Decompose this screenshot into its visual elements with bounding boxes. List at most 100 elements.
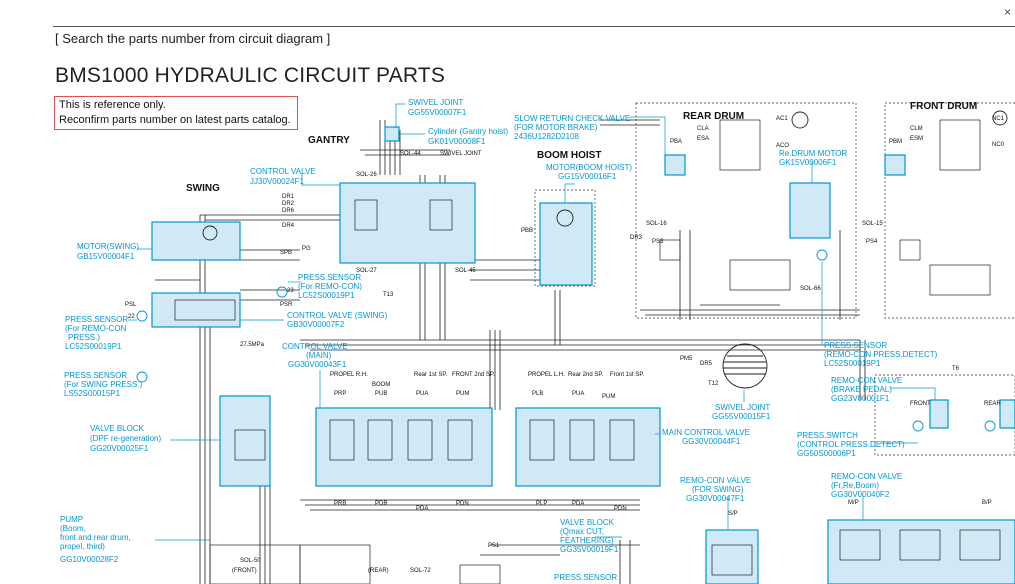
label-cv-swing-1[interactable]: CONTROL VALVE (SWING) bbox=[287, 311, 388, 320]
label-redrum-motor-1[interactable]: Re.DRUM MOTOR bbox=[779, 149, 848, 158]
label-valve-block-qmax-4[interactable]: GG35V00019F1 bbox=[560, 545, 619, 554]
label-press-sensor-left-4[interactable]: LC52S00019P1 bbox=[65, 342, 122, 351]
brake-valve-block bbox=[929, 399, 949, 429]
label-remocon-fr-2[interactable]: (Fr,Re,Boom) bbox=[831, 481, 879, 490]
label-pump-4[interactable]: propel, third) bbox=[60, 542, 105, 551]
tag-ac1: AC1 bbox=[776, 116, 788, 122]
label-motor-boom-2[interactable]: GG15V00016F1 bbox=[558, 172, 617, 181]
label-remocon-swing-1[interactable]: REMO-CON VALVE bbox=[680, 476, 751, 485]
label-remocon-fr-3[interactable]: GG30V00040F2 bbox=[831, 490, 890, 499]
label-press-sensor-swing-3[interactable]: LS52S00015P1 bbox=[64, 389, 121, 398]
label-remocon-swing-2[interactable]: (FOR SWING) bbox=[692, 485, 744, 494]
swivel-joint-symbol bbox=[722, 343, 768, 389]
label-press-sensor-remocon-2[interactable]: (For REMO-CON) bbox=[298, 282, 362, 291]
search-instruction[interactable]: [ Search the parts number from circuit d… bbox=[55, 31, 331, 46]
cv-main-col-4: FRONT 2nd SP. bbox=[452, 372, 495, 378]
label-press-switch-3[interactable]: GG50S00006P1 bbox=[797, 449, 856, 458]
label-swivel-joint-top-2[interactable]: GG55V00007F1 bbox=[408, 108, 467, 117]
label-valve-block-qmax-3[interactable]: FEATHERING) bbox=[560, 536, 614, 545]
cv-main-tag-prb: PRB bbox=[334, 501, 346, 507]
label-motor-boom-1[interactable]: MOTOR(BOOM HOIST) bbox=[546, 163, 632, 172]
label-valve-block-dpf-1[interactable]: VALVE BLOCK bbox=[90, 424, 145, 433]
bp-label: B/P bbox=[982, 500, 992, 506]
label-press-sensor-swing-1[interactable]: PRESS.SENSOR bbox=[64, 371, 127, 380]
remocon-fr-block bbox=[827, 519, 1015, 584]
motor-swing-block bbox=[151, 221, 241, 261]
sp-label: S/P bbox=[728, 511, 738, 517]
mcv-col-3: Front 1st SP. bbox=[610, 372, 645, 378]
label-motor-swing-2[interactable]: GB15V00004F1 bbox=[77, 252, 135, 261]
sol72-label: SOL-72 bbox=[410, 568, 431, 574]
cv-main-tag-pda: PDA bbox=[416, 506, 428, 512]
remocon-swing-block bbox=[705, 529, 759, 584]
label-remocon-brake-2[interactable]: (BRAKE PEDAL) bbox=[831, 385, 892, 394]
sol15-label: SOL-15 bbox=[862, 221, 883, 227]
label-valve-block-dpf-2[interactable]: (DPF re-generation) bbox=[90, 434, 161, 443]
label-slow-return-2[interactable]: (FOR MOTOR BRAKE) bbox=[514, 123, 598, 132]
label-valve-block-qmax-1[interactable]: VALVE BLOCK bbox=[560, 518, 615, 527]
label-cv-main-3[interactable]: GG30V00043F1 bbox=[288, 360, 347, 369]
label-remocon-fr-1[interactable]: REMO-CON VALVE bbox=[831, 472, 902, 481]
page-title: BMS1000 HYDRAULIC CIRCUIT PARTS bbox=[55, 64, 446, 87]
label-press-switch-2[interactable]: (CONTROL PRESS.DETECT) bbox=[797, 440, 905, 449]
mcv-col-2: Rear 2nd SP. bbox=[568, 372, 604, 378]
label-valve-block-qmax-2[interactable]: (Qmax CUT, bbox=[560, 527, 604, 536]
label-press-sensor-detect-1[interactable]: PRESS.SENSOR bbox=[824, 341, 887, 350]
label-swivel-joint-top-1[interactable]: SWIVEL JOINT bbox=[408, 98, 463, 107]
rear-small-label: (REAR) bbox=[368, 568, 389, 574]
label-press-sensor-remocon-1[interactable]: PRESS.SENSOR bbox=[298, 273, 361, 282]
label-slow-return-3[interactable]: 2436U1282D2108 bbox=[514, 132, 579, 141]
tag-spb: SPB bbox=[280, 250, 292, 256]
tag-t6: T6 bbox=[952, 366, 960, 372]
label-pump-2[interactable]: (Boom, bbox=[60, 524, 86, 533]
label-swivel-joint-mid-2[interactable]: GG55V00015F1 bbox=[712, 412, 771, 421]
label-motor-swing-1[interactable]: MOTOR(SWING) bbox=[77, 242, 139, 251]
dpf-block bbox=[219, 395, 271, 487]
swivel-top-block bbox=[384, 126, 400, 142]
label-cv-main-2[interactable]: (MAIN) bbox=[306, 351, 332, 360]
label-cyl-gantry-1[interactable]: Cylinder (Gantry hoist) bbox=[428, 127, 508, 136]
label-press-switch-1[interactable]: PRESS.SWITCH bbox=[797, 431, 858, 440]
cv-main-tag-pua: PUA bbox=[416, 391, 428, 397]
label-control-valve-top-1[interactable]: CONTROL VALVE bbox=[250, 167, 316, 176]
cv-main-col-2: BOOM bbox=[372, 382, 390, 388]
label-press-sensor-bottom[interactable]: PRESS.SENSOR bbox=[554, 573, 617, 582]
label-press-sensor-detect-2[interactable]: (REMO-CON PRESS.DETECT) bbox=[824, 350, 938, 359]
label-press-sensor-swing-2[interactable]: (For SWING PRESS.) bbox=[64, 380, 143, 389]
tag-cla: CLA bbox=[697, 126, 709, 132]
tag-t13: T13 bbox=[383, 292, 394, 298]
mcv-tag-pum: PUM bbox=[602, 394, 615, 400]
label-press-sensor-left-2[interactable]: (For REMO-CON bbox=[65, 324, 127, 333]
label-press-sensor-detect-3[interactable]: LC52S00019P1 bbox=[824, 359, 881, 368]
label-press-sensor-remocon-3[interactable]: LC52S00019P1 bbox=[298, 291, 355, 300]
cv-main-tag-prp: PRP bbox=[334, 391, 346, 397]
label-pump-5[interactable]: GG10V00028F2 bbox=[60, 555, 119, 564]
label-cv-swing-2[interactable]: GB30V00007F2 bbox=[287, 320, 345, 329]
label-slow-return-1[interactable]: SLOW RETURN CHECK VALVE bbox=[514, 114, 630, 123]
label-redrum-motor-2[interactable]: GK15V00006F1 bbox=[779, 158, 837, 167]
close-icon[interactable]: × bbox=[1004, 5, 1012, 19]
label-control-valve-top-2[interactable]: JJ30V00024F1 bbox=[250, 177, 304, 186]
label-press-sensor-left-1[interactable]: PRESS.SENSOR bbox=[65, 315, 128, 324]
cv-main-tag-pdn: PDN bbox=[456, 501, 469, 507]
rear-drum-heading: REAR DRUM bbox=[683, 111, 744, 122]
cv-main-tag-pdb: PDB bbox=[375, 501, 387, 507]
mcv-block bbox=[515, 407, 661, 487]
label-swivel-joint-mid-1[interactable]: SWIVEL JOINT bbox=[715, 403, 770, 412]
label-cyl-gantry-2[interactable]: GK01V00008F1 bbox=[428, 137, 486, 146]
label-cv-main-1[interactable]: CONTROL VALVE bbox=[282, 342, 348, 351]
label-valve-block-dpf-3[interactable]: GG20V00025F1 bbox=[90, 444, 149, 453]
label-remocon-brake-3[interactable]: GG23V00001F1 bbox=[831, 394, 890, 403]
tag-aco: ACO bbox=[776, 143, 789, 149]
tag-dr6: DR6 bbox=[282, 208, 295, 214]
label-press-sensor-left-3[interactable]: PRESS.) bbox=[68, 333, 100, 342]
label-pump-3[interactable]: front and rear drum, bbox=[60, 533, 131, 542]
label-remocon-brake-1[interactable]: REMO-CON VALVE bbox=[831, 376, 902, 385]
label-remocon-swing-3[interactable]: GG30V00047F1 bbox=[686, 494, 745, 503]
label-main-control-valve-1[interactable]: MAIN CONTROL VALVE bbox=[662, 428, 750, 437]
mp-label: M/P bbox=[848, 500, 859, 506]
label-pump-1[interactable]: PUMP bbox=[60, 515, 83, 524]
label-main-control-valve-2[interactable]: GG30V00044F1 bbox=[682, 437, 741, 446]
sol26-label: SOL-26 bbox=[356, 172, 377, 178]
